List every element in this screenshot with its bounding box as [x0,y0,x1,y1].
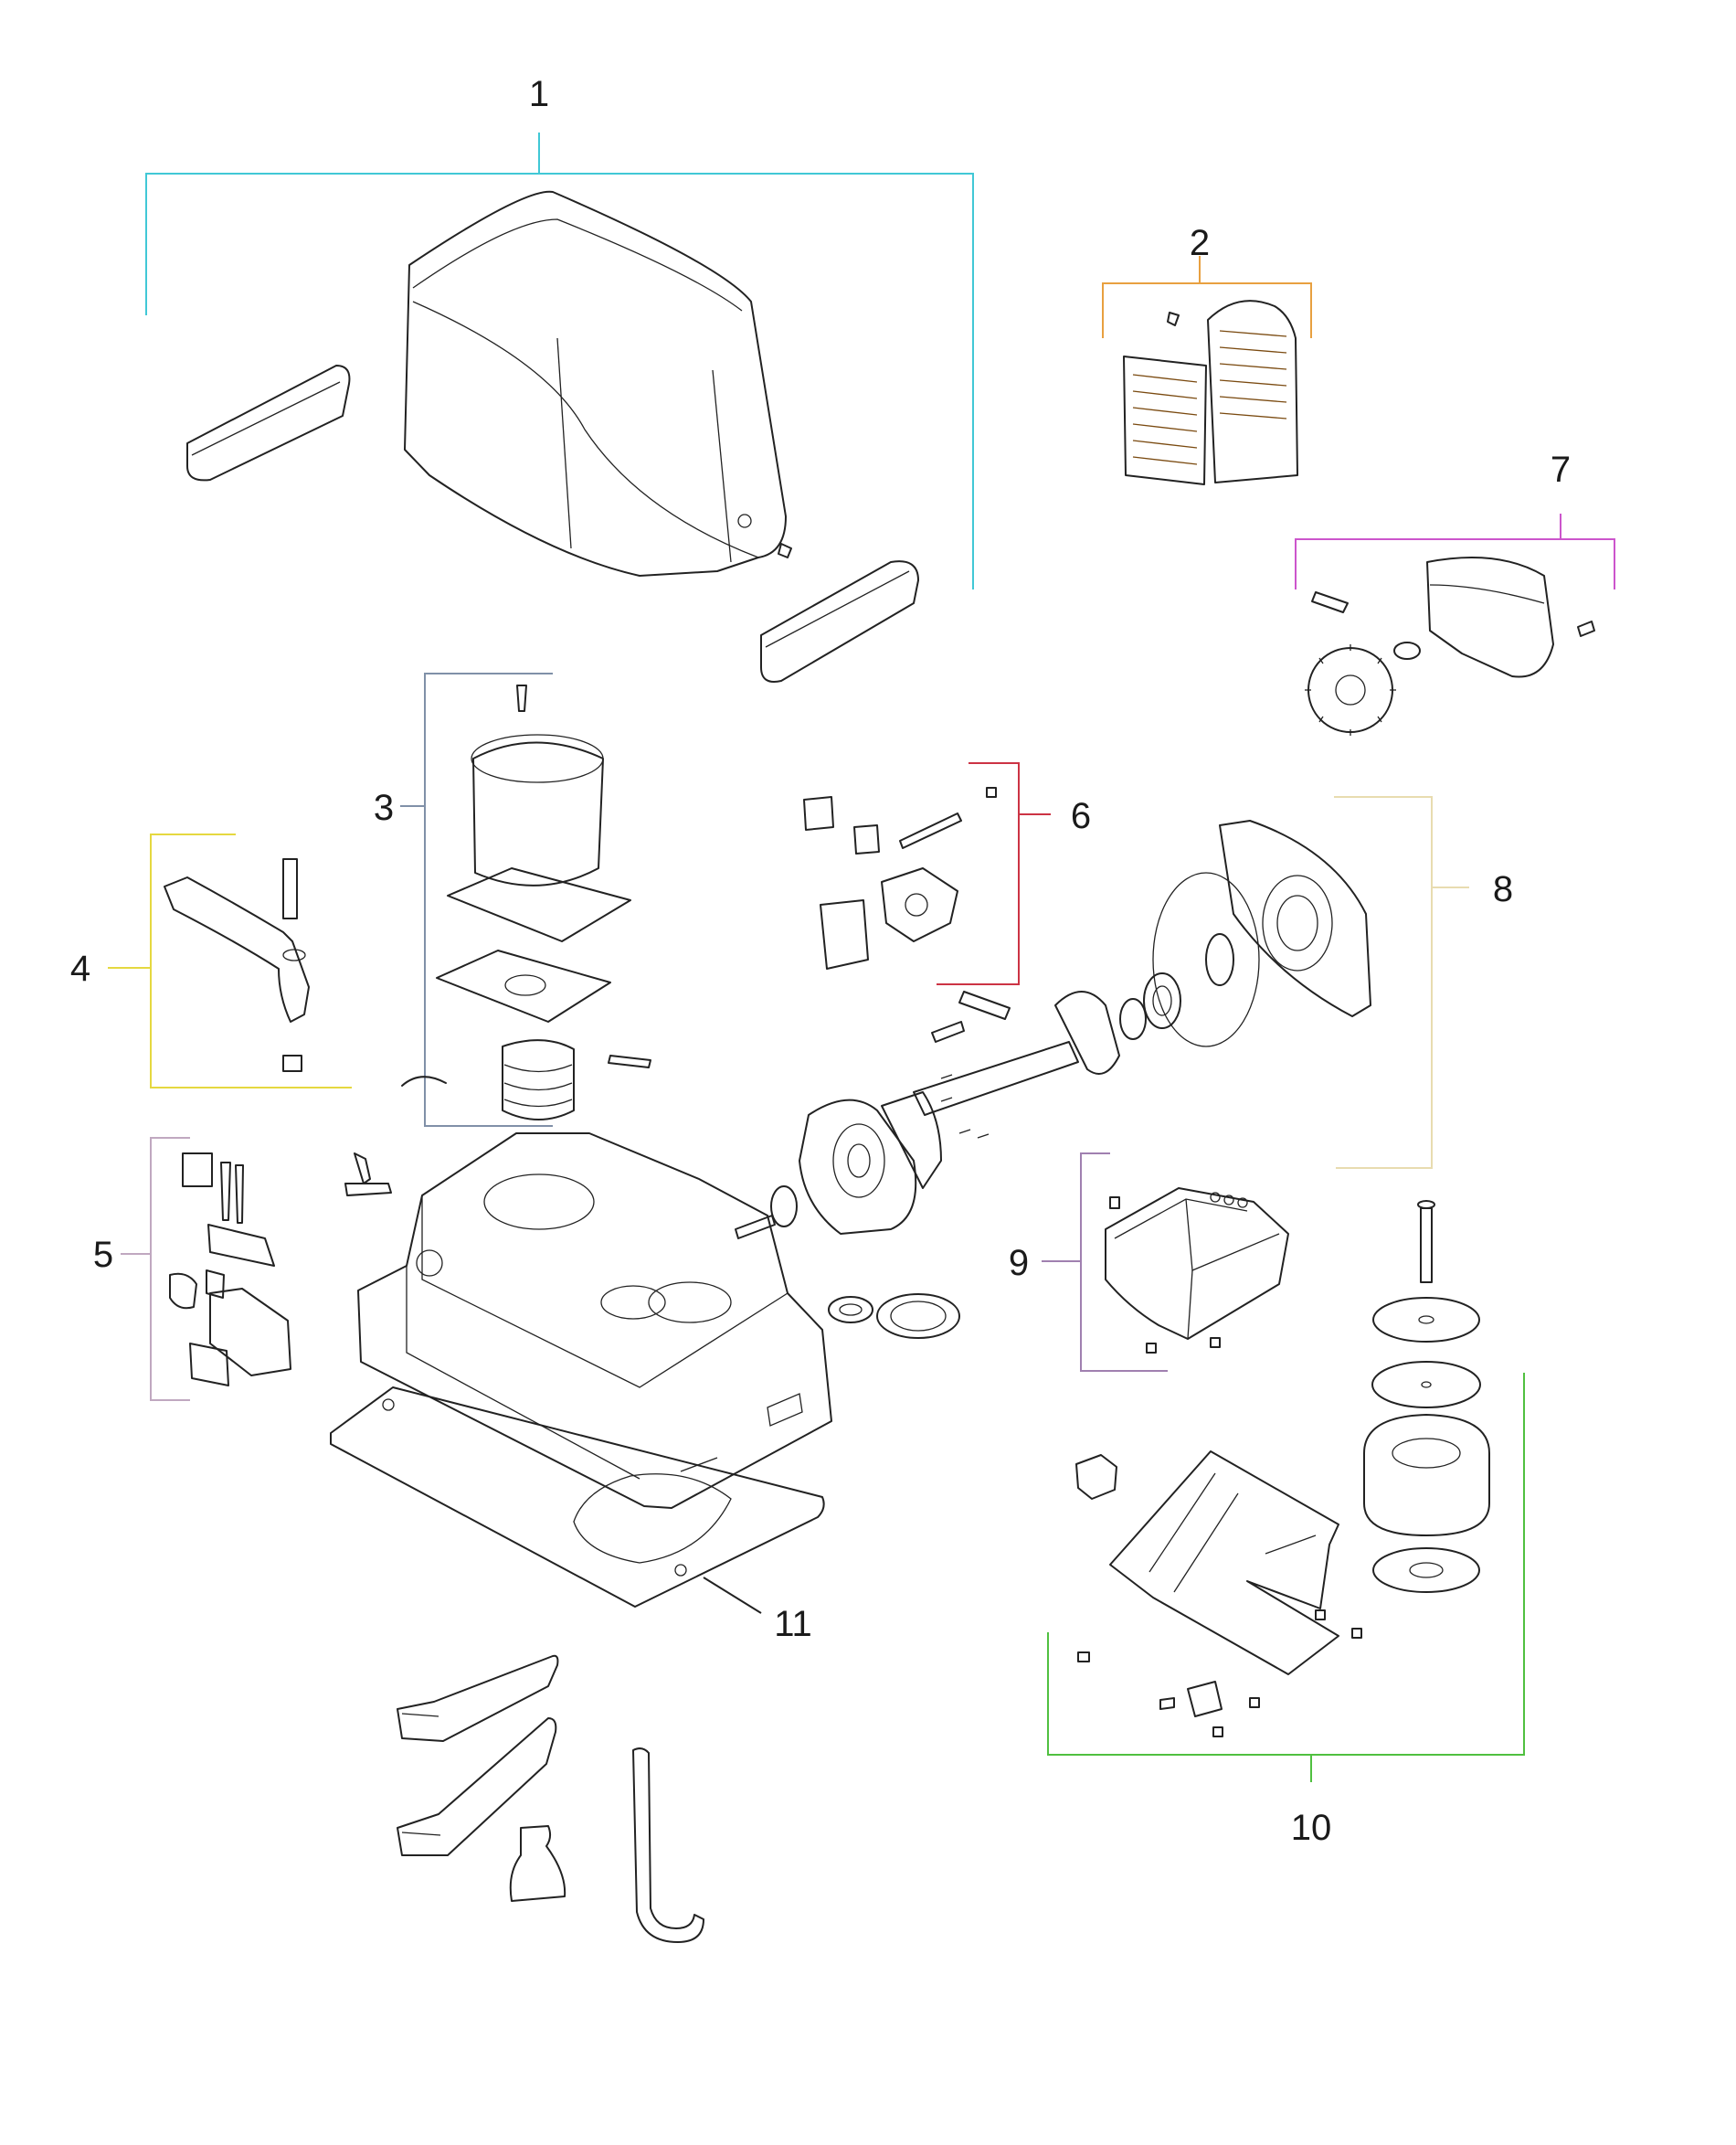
part-11-base [330,1132,960,1608]
foundation-hardware [397,1654,704,1943]
callout-2: 2 [1190,223,1210,263]
callout-1: 1 [529,74,549,114]
callout-4: 4 [70,949,90,989]
callout-7: 7 [1551,450,1571,490]
callout-10: 10 [1291,1808,1332,1848]
bracket-6 [937,762,1051,985]
part-6-limit-switch [803,787,997,970]
part-4-release-handle [164,858,310,1072]
bracket-9 [1042,1152,1168,1372]
bracket-2 [1102,256,1312,338]
part-8-gearbox [735,820,1371,1239]
bracket-1 [145,133,974,589]
callout-11: 11 [774,1604,812,1644]
bracket-3 [400,673,553,1127]
callout-numbers: 1 2 3 4 5 6 7 8 9 10 11 [70,74,1571,1848]
bracket-7 [1295,514,1615,589]
callout-9: 9 [1009,1243,1029,1283]
callout-8: 8 [1493,869,1513,909]
part-5-lock [169,1152,291,1386]
bracket-8 [1334,796,1469,1169]
callout-5: 5 [93,1235,113,1275]
part-9-control-board [1105,1187,1289,1354]
callout-3: 3 [374,788,394,828]
part-10-battery-kit [1075,1200,1490,1737]
bracket-10 [1047,1373,1525,1782]
part-3-motor [401,685,651,1120]
part-2-vent-grilles [1123,300,1298,485]
leader-11 [703,1577,762,1614]
bracket-lines [108,133,1615,1782]
bracket-4 [108,834,352,1088]
part-7-pinion [1305,557,1595,736]
part-1-cover [186,190,919,683]
bracket-5 [121,1137,190,1401]
callout-6: 6 [1071,796,1091,836]
